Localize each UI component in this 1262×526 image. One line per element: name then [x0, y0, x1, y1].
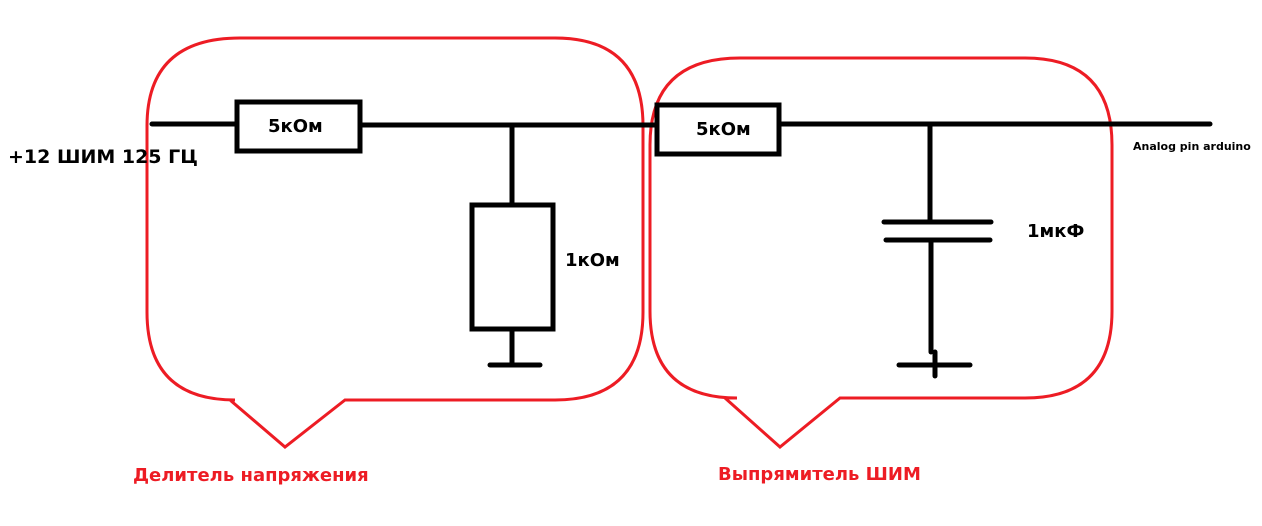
output-label: Analog pin arduino — [1133, 140, 1251, 153]
r1-label: 5кОм — [268, 116, 323, 137]
pwm-rectifier-label: Выпрямитель ШИМ — [718, 464, 921, 485]
callout-voltage-divider — [145, 36, 645, 449]
callout-pwm-rectifier — [648, 56, 1114, 449]
r2-label: 1кОм — [565, 250, 620, 271]
resistor-r2 — [469, 202, 556, 332]
r3-label: 5кОм — [696, 119, 751, 140]
voltage-divider-label: Делитель напряжения — [133, 465, 369, 486]
resistor-r3 — [654, 102, 782, 157]
c1-label: 1мкФ — [1027, 221, 1085, 242]
input-label: +12 ШИМ 125 ГЦ — [8, 146, 198, 168]
